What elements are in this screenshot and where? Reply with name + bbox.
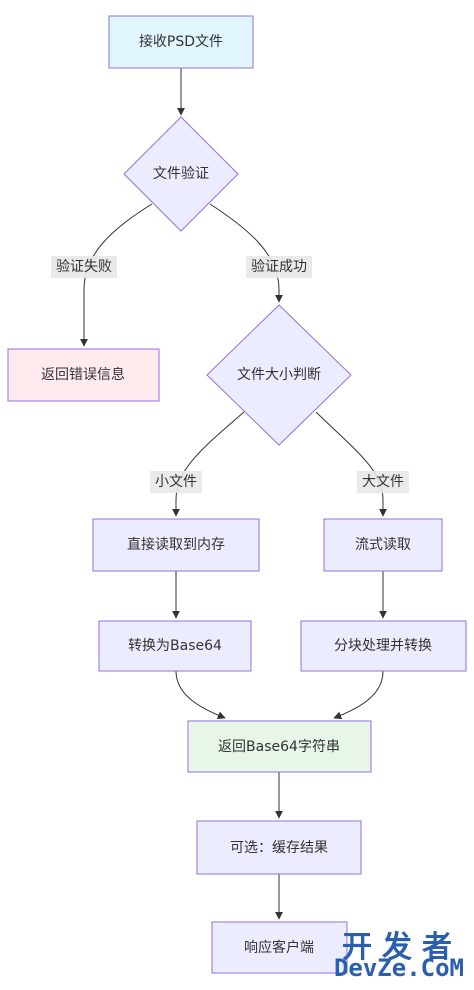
svg-text:转换为Base64: 转换为Base64 xyxy=(128,637,222,654)
edge-sizecheck-direct xyxy=(172,411,245,517)
node-direct-read: 直接读取到内存 xyxy=(92,518,260,572)
node-return-error: 返回错误信息 xyxy=(7,348,160,402)
svg-text:验证成功: 验证成功 xyxy=(251,259,307,275)
svg-text:分块处理并转换: 分块处理并转换 xyxy=(334,637,432,654)
edge-validate-sizecheck xyxy=(209,203,283,303)
svg-text:返回错误信息: 返回错误信息 xyxy=(41,366,125,383)
edge-label-small: 小文件 xyxy=(150,471,202,493)
edge-validate-error xyxy=(80,203,153,347)
svg-text:文件大小判断: 文件大小判断 xyxy=(237,367,321,383)
svg-text:响应客户端: 响应客户端 xyxy=(244,939,314,956)
svg-text:大文件: 大文件 xyxy=(362,474,404,490)
edge-label-large: 大文件 xyxy=(357,471,409,493)
node-size-check: 文件大小判断 xyxy=(206,304,352,446)
edge-sizecheck-stream xyxy=(315,411,387,517)
edge-base64-return xyxy=(175,670,226,720)
svg-text:小文件: 小文件 xyxy=(155,474,197,490)
edge-chunk-return xyxy=(333,670,384,720)
node-receive-psd: 接收PSD文件 xyxy=(108,15,254,69)
svg-text:直接读取到内存: 直接读取到内存 xyxy=(127,536,225,553)
node-optional-cache: 可选：缓存结果 xyxy=(196,820,362,875)
edge-label-fail: 验证失败 xyxy=(51,256,117,278)
svg-text:接收PSD文件: 接收PSD文件 xyxy=(139,33,223,50)
node-file-validate: 文件验证 xyxy=(123,116,239,232)
svg-text:验证失败: 验证失败 xyxy=(56,259,112,275)
svg-text:返回Base64字符串: 返回Base64字符串 xyxy=(218,739,340,755)
edge-label-success: 验证成功 xyxy=(246,256,312,278)
svg-text:文件验证: 文件验证 xyxy=(153,166,209,182)
svg-text:流式读取: 流式读取 xyxy=(355,536,411,553)
node-return-base64: 返回Base64字符串 xyxy=(187,720,372,773)
node-stream-read: 流式读取 xyxy=(323,518,443,572)
node-to-base64: 转换为Base64 xyxy=(98,620,252,672)
svg-text:可选：缓存结果: 可选：缓存结果 xyxy=(230,840,328,856)
node-respond-client: 响应客户端 xyxy=(211,921,348,974)
node-chunk-convert: 分块处理并转换 xyxy=(300,620,467,672)
